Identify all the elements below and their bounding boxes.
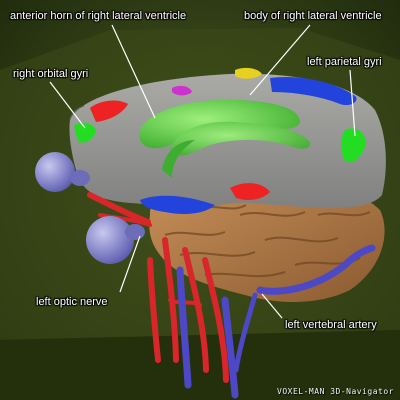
label-left-optic-nerve: left optic nerve: [36, 296, 108, 308]
leader-lines: [49, 24, 356, 319]
watermark: VOXEL-MAN 3D-Navigator: [277, 387, 394, 396]
yellow-gyri: [235, 67, 262, 79]
right-lateral-ventricle: [139, 99, 311, 178]
brain-cross-section: [69, 73, 386, 210]
left-parietal-gyri-region: [270, 76, 357, 106]
floor-panel: [0, 330, 400, 400]
label-anterior-horn: anterior horn of right lateral ventricle: [10, 10, 187, 22]
label-left-vertebral-artery: left vertebral artery: [285, 319, 377, 331]
magenta-gyri: [172, 85, 192, 96]
left-parietal-green-gyri: [341, 128, 366, 163]
arteries: [87, 192, 229, 383]
label-body-ventricle: body of right lateral ventricle: [244, 10, 382, 22]
frontal-green-gyri: [74, 122, 96, 143]
right-orbital-gyri-region: [90, 100, 128, 122]
label-left-parietal-gyri: left parietal gyri: [307, 56, 382, 68]
veins: [176, 244, 376, 399]
label-right-orbital-gyri: right orbital gyri: [13, 68, 89, 80]
lower-blue-gyri: [140, 195, 215, 214]
lower-red-gyri: [230, 183, 270, 200]
